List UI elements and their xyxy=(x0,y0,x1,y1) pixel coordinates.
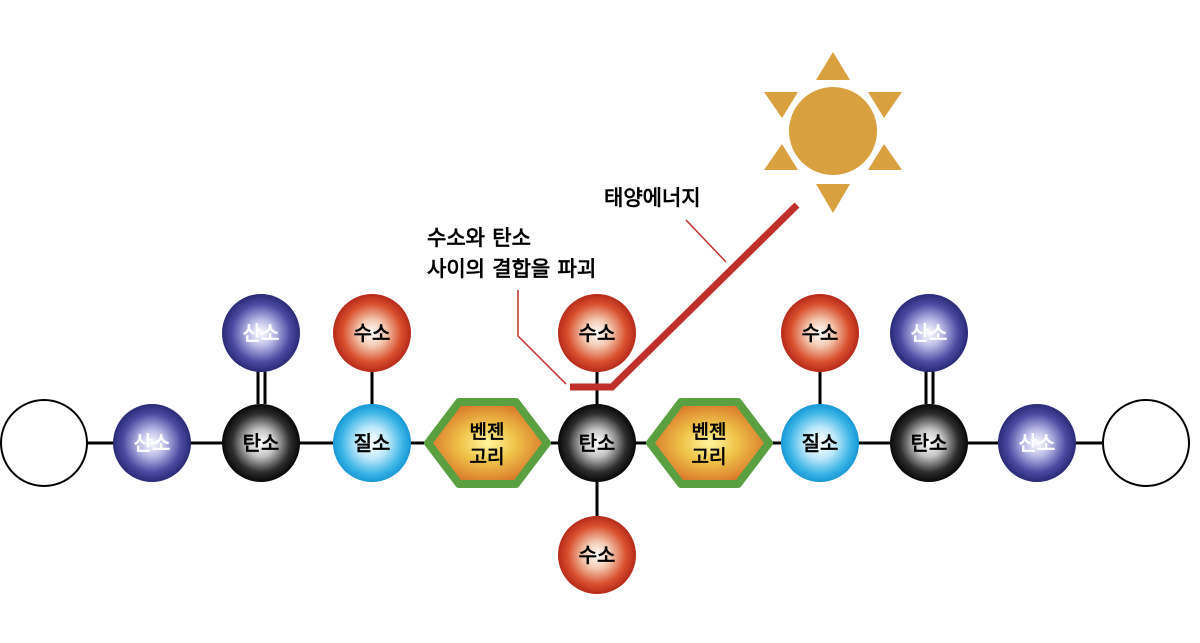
atom-label: 산소 xyxy=(1019,431,1056,455)
atom-label: 산소 xyxy=(243,321,280,345)
atom-label: 수소 xyxy=(579,321,616,345)
benzene-ring-left: 벤젠 고리 xyxy=(424,398,551,488)
end-group-right xyxy=(1102,399,1190,487)
atom-label: 수소 xyxy=(802,321,839,345)
atom-label: 탄소 xyxy=(243,431,280,455)
ring-label-line2: 고리 xyxy=(470,446,505,468)
atom-hydrogen-top-right: 수소 xyxy=(781,294,859,372)
atom-nitrogen-right: 질소 xyxy=(781,404,859,482)
energy-ray xyxy=(570,202,800,391)
solar-energy-leader xyxy=(685,219,727,263)
sun-icon xyxy=(764,52,902,213)
atom-nitrogen-left: 질소 xyxy=(333,404,411,482)
atom-label: 탄소 xyxy=(911,431,948,455)
bond-break-leader xyxy=(517,290,567,385)
atom-carbon-left: 탄소 xyxy=(222,404,300,482)
atom-oxygen-chain-right: 산소 xyxy=(998,404,1076,482)
atom-carbon-center: 탄소 xyxy=(558,404,636,482)
atom-label: 산소 xyxy=(134,431,171,455)
atom-hydrogen-top-left: 수소 xyxy=(333,294,411,372)
atom-label: 질소 xyxy=(802,431,839,455)
atom-label: 산소 xyxy=(911,321,948,345)
atom-carbon-right: 탄소 xyxy=(890,404,968,482)
atom-label: 탄소 xyxy=(579,431,616,455)
atom-label: 질소 xyxy=(354,431,391,455)
atom-hydrogen-top-center: 수소 xyxy=(558,294,636,372)
solar-energy-label: 태양에너지 xyxy=(604,186,701,210)
atom-oxygen-top-left: 산소 xyxy=(222,294,300,372)
atom-oxygen-chain-left: 산소 xyxy=(113,404,191,482)
ring-label-line1: 벤젠 xyxy=(470,421,505,443)
atom-hydrogen-bottom-center: 수소 xyxy=(558,516,636,594)
atom-label: 수소 xyxy=(579,543,616,567)
bond-break-label-line1: 수소와 탄소 xyxy=(427,226,531,250)
end-group-left xyxy=(0,399,88,487)
bond-break-label-line2: 사이의 결합을 파괴 xyxy=(427,257,596,281)
atom-label: 수소 xyxy=(354,321,391,345)
benzene-ring-right: 벤젠 고리 xyxy=(646,398,773,488)
ring-label-line1: 벤젠 xyxy=(692,421,727,443)
ring-label-line2: 고리 xyxy=(692,446,727,468)
atom-oxygen-top-right: 산소 xyxy=(890,294,968,372)
